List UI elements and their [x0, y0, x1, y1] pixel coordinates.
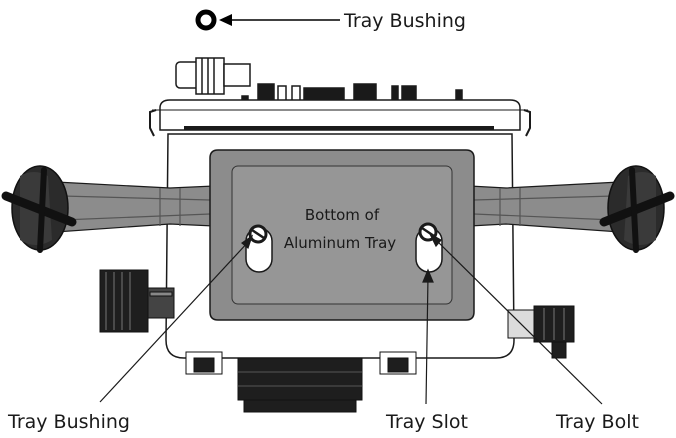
top-legend: Tray Bushing	[195, 9, 466, 32]
callout-arrow-bushing	[241, 234, 254, 250]
callout-arrow-bolt	[428, 232, 442, 248]
tray-text-line1: Bottom of	[305, 206, 380, 224]
callouts	[99, 232, 603, 405]
top-bushing-label: Tray Bushing	[343, 10, 466, 32]
callout-line-bushing	[99, 239, 251, 403]
housing-lid	[149, 99, 531, 137]
bottom-port	[185, 351, 417, 413]
left-arm	[55, 181, 215, 233]
aluminum-tray: Bottom of Aluminum Tray	[209, 149, 475, 321]
slot-label: Tray Slot	[385, 411, 468, 433]
bolt-label: Tray Bolt	[555, 411, 639, 433]
callout-line-slot	[425, 275, 429, 405]
top-hardware	[175, 57, 463, 107]
right-knob	[599, 165, 675, 253]
bushing-ring-icon	[195, 9, 217, 31]
left-connector	[99, 269, 175, 333]
tray-text-line2: Aluminum Tray	[284, 234, 396, 252]
left-knob	[1, 165, 77, 253]
callout-arrow-slot	[422, 268, 434, 283]
callout-line-bolt	[433, 237, 603, 405]
left-slot	[245, 224, 273, 273]
right-connector	[507, 305, 575, 359]
bottom-bushing-label: Tray Bushing	[7, 411, 130, 433]
right-arm	[469, 181, 621, 233]
right-slot	[415, 222, 443, 273]
arrowhead	[219, 14, 232, 26]
